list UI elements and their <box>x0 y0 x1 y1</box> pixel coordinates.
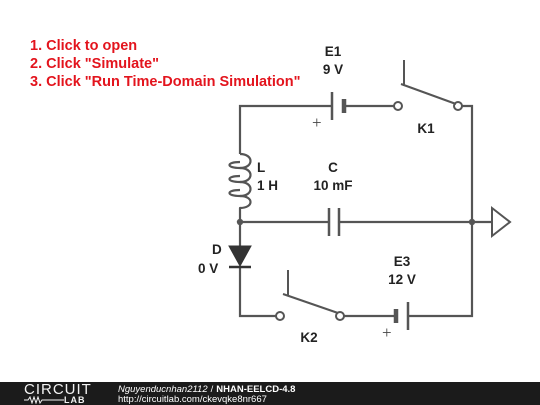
e1-plus-sign: + <box>312 113 322 132</box>
inductor-value-label: 1 H <box>257 178 278 193</box>
capacitor-c[interactable] <box>327 208 341 236</box>
author-name[interactable]: Nguyenducnhan2112 <box>118 384 208 395</box>
wire-k1-right <box>460 104 474 314</box>
circuit-url-link[interactable]: http://circuitlab.com/ckevqke8nr667 <box>118 394 267 405</box>
inductor-l[interactable] <box>228 152 252 210</box>
footer-bar: CIRCUIT LAB Nguyenducnhan2112/NHAN-EELCD… <box>0 382 540 405</box>
e3-plus-sign: + <box>382 323 392 342</box>
e1-name-label: E1 <box>325 44 342 59</box>
credit-line: Nguyenducnhan2112/NHAN-EELCD-4.8 <box>118 384 295 395</box>
e3-value-label: 12 V <box>388 272 416 287</box>
diode-name-label: D <box>212 242 222 257</box>
circuit-schematic: + E1 9 V K1 L 1 H C 10 mF D 0 V <box>198 44 512 345</box>
switch-k2[interactable] <box>275 270 345 321</box>
output-port-icon[interactable] <box>491 205 512 239</box>
e1-value-label: 9 V <box>323 62 343 77</box>
circuitlab-logo-text: CIRCUIT <box>24 381 92 398</box>
circuitlab-logo-lab: LAB <box>64 395 86 405</box>
instruction-step-2: 2. Click "Simulate" <box>30 56 159 72</box>
logo-wave-icon <box>24 396 64 404</box>
e3-name-label: E3 <box>394 254 411 269</box>
battery-e1[interactable] <box>330 92 347 120</box>
instruction-step-3: 3. Click "Run Time-Domain Simulation" <box>30 74 301 90</box>
capacitor-name-label: C <box>328 160 338 175</box>
wire-top-left <box>238 104 334 154</box>
wire-e3-right <box>406 310 474 318</box>
diode-value-label: 0 V <box>198 261 218 276</box>
credit-separator: / <box>210 384 214 395</box>
capacitor-value-label: 10 mF <box>313 178 352 193</box>
inductor-name-label: L <box>257 160 265 175</box>
k1-name-label: K1 <box>417 121 435 136</box>
junction-right <box>468 218 476 226</box>
instruction-step-1: 1. Click to open <box>30 38 138 54</box>
junction-left <box>236 218 244 226</box>
battery-e3[interactable] <box>393 302 410 330</box>
circuit-title[interactable]: NHAN-EELCD-4.8 <box>216 384 296 395</box>
diode-d[interactable] <box>228 245 252 269</box>
wire-diode-k2 <box>238 266 278 318</box>
k2-name-label: K2 <box>300 330 317 345</box>
switch-k1[interactable] <box>393 60 463 111</box>
